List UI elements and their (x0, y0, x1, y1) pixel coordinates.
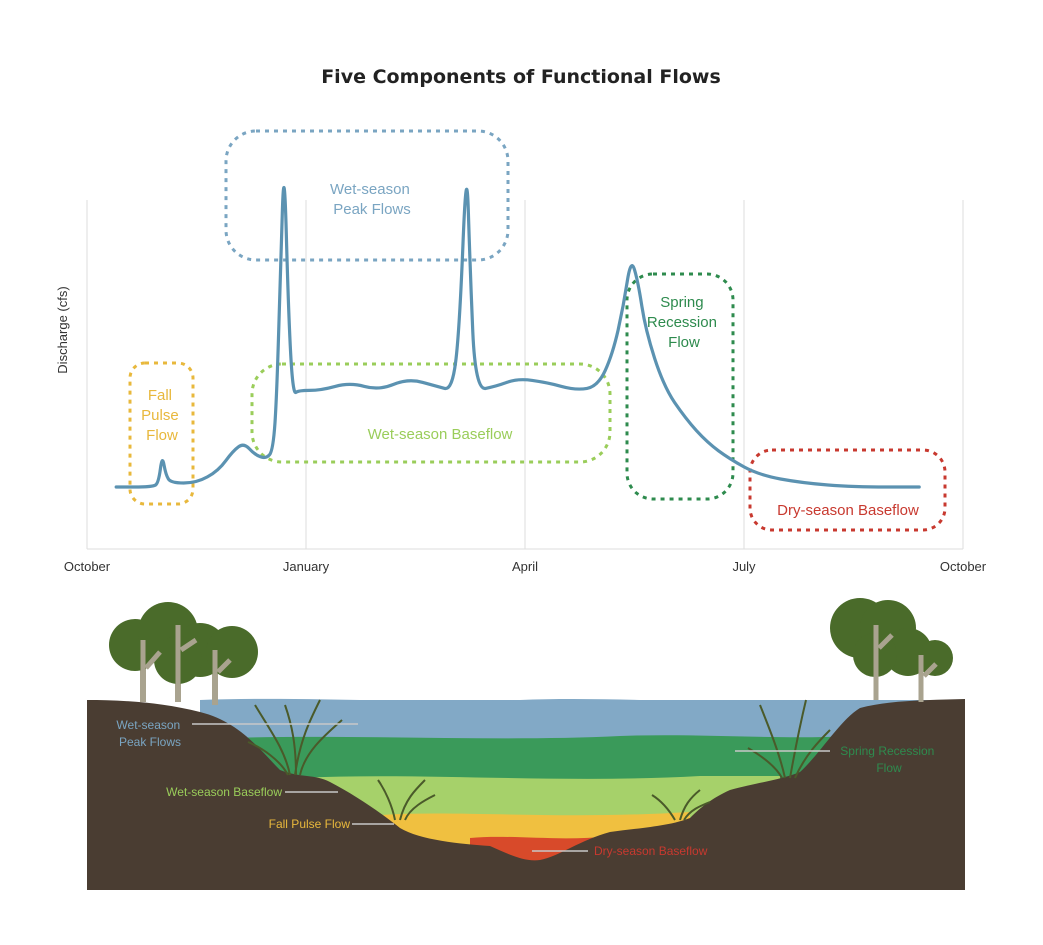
x-tick-label: October (940, 559, 987, 574)
trees-left (109, 602, 258, 705)
hydrograph-line (114, 186, 921, 489)
peak-flow-label: Wet-season Peak Flows (330, 181, 414, 218)
fall-pulse-box (128, 361, 195, 506)
spring-recession-box (625, 272, 735, 501)
x-tick-label: July (732, 559, 756, 574)
hydrograph-chart: October January April July October Discharge… (55, 129, 987, 574)
dry-baseflow-label: Dry-season Baseflow (777, 502, 919, 519)
trees-right (830, 598, 953, 702)
annotation-boxes (128, 129, 947, 532)
spring-recession-label: Spring Recession Flow (647, 294, 721, 351)
x-tick-label: April (512, 559, 538, 574)
x-tick-label: January (283, 559, 330, 574)
grid-lines (86, 200, 964, 550)
baseflow-label: Wet-season Baseflow (368, 426, 513, 443)
xs-peak-label: Wet-season Peak Flows (116, 718, 183, 749)
x-tick-label: October (64, 559, 111, 574)
annotation-labels: Wet-season Peak Flows Fall Pulse Flow We… (141, 181, 919, 519)
water-baseflow-layer (300, 776, 780, 822)
y-axis-label: Discharge (cfs) (55, 286, 70, 373)
xs-pulse-label: Fall Pulse Flow (269, 817, 351, 831)
river-cross-section: Wet-season Peak Flows Wet-season Baseflo… (87, 598, 965, 890)
ground (87, 699, 965, 890)
grass-clumps (247, 699, 831, 821)
peak-flow-box (224, 129, 510, 262)
diagram-title: Five Components of Functional Flows (321, 66, 721, 88)
xs-baseflow-label: Wet-season Baseflow (166, 785, 282, 799)
water-spring-layer (230, 735, 850, 782)
leader-lines (192, 723, 830, 852)
baseflow-box (250, 362, 612, 464)
xs-spring-label: Spring Recession Flow (840, 744, 937, 775)
xs-dry-label: Dry-season Baseflow (594, 844, 708, 858)
x-axis-ticks: October January April July October (64, 559, 987, 574)
dry-baseflow-box (748, 448, 947, 532)
fall-pulse-label: Fall Pulse Flow (141, 387, 183, 444)
